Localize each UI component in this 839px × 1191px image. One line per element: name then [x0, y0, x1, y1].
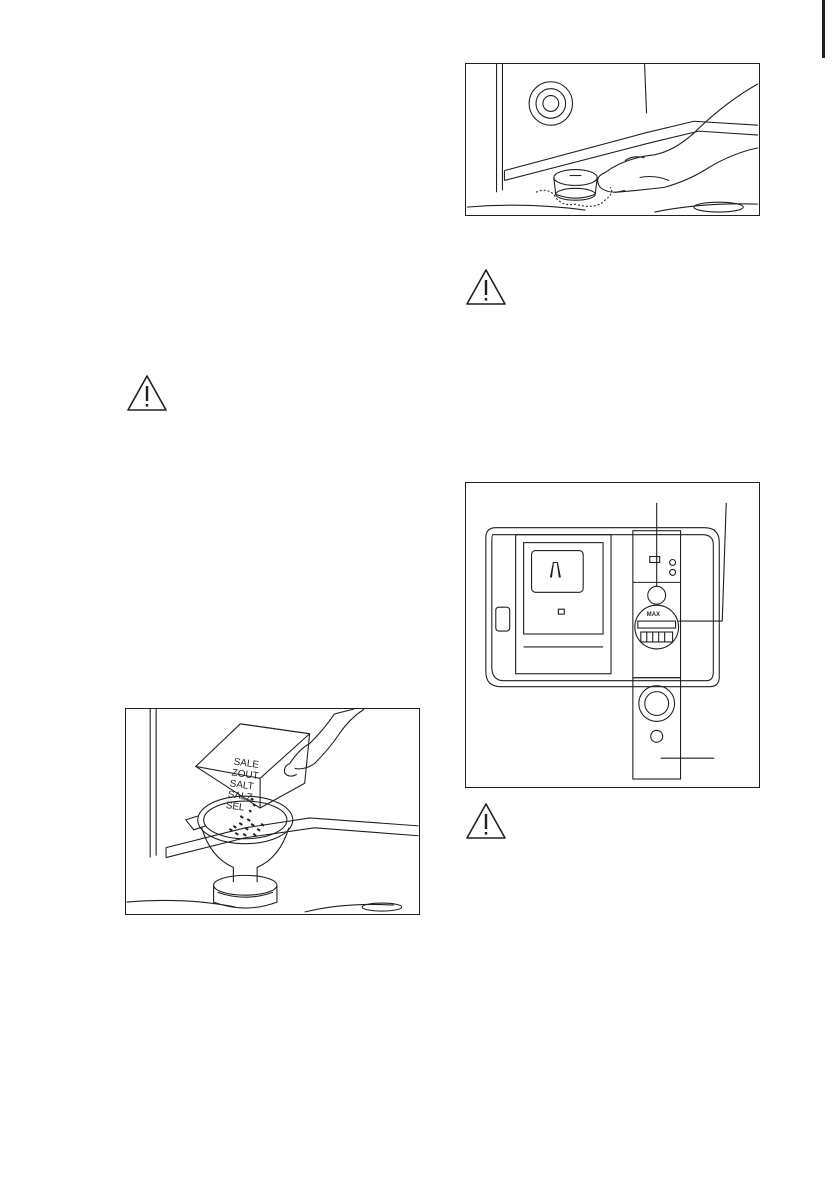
warning-triangle-icon — [126, 374, 168, 412]
dial-max-label: MAX — [647, 612, 660, 618]
warning-triangle-icon — [465, 268, 507, 306]
page-edge-marker — [822, 0, 825, 58]
figure-fill-salt: SALE ZOUT SALT SALZ SEL — [125, 708, 420, 915]
salt-box-label-4: SEL — [225, 800, 246, 814]
figure-control-panel-salt-indicator: MAX — [465, 482, 760, 788]
figure-clean-salt-container — [465, 63, 760, 216]
warning-triangle-icon — [465, 802, 507, 840]
